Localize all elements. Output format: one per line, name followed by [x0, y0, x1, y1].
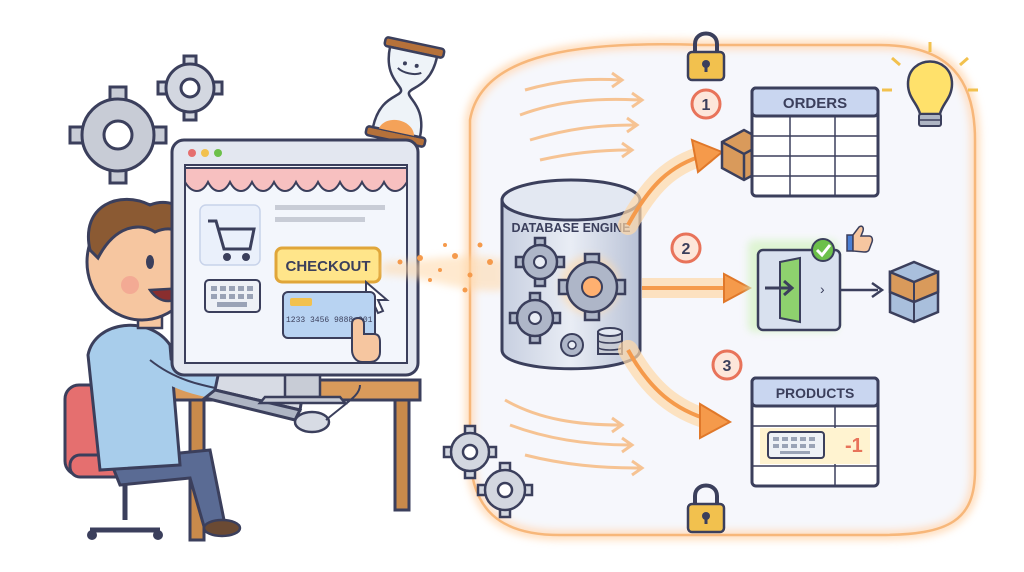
shopping-cart-icon	[199, 204, 261, 266]
engine-label: DATABASE ENGINE	[512, 221, 631, 235]
gear-icon	[68, 85, 168, 185]
gear-icon	[557, 252, 627, 322]
mouse	[293, 384, 361, 434]
incoming-requests	[504, 71, 645, 477]
lock-icon	[686, 483, 726, 534]
orders-table: ORDERS	[750, 86, 880, 198]
orders-title: ORDERS	[783, 95, 847, 112]
data-stream	[382, 242, 505, 293]
gear-icon	[560, 333, 584, 357]
gear-icon	[442, 424, 498, 480]
step-badge-3: 3	[711, 349, 743, 381]
svg-text:›: ›	[820, 281, 825, 297]
svg-text:3: 3	[723, 358, 732, 375]
keyboard-icon	[767, 431, 825, 459]
thumbs-up-icon	[846, 225, 874, 253]
lightbulb-icon	[882, 42, 978, 127]
keyboard-icon	[204, 279, 261, 313]
checkout-label: CHECKOUT	[286, 258, 371, 275]
products-title: PRODUCTS	[776, 385, 855, 401]
hand-pointer-icon	[351, 316, 381, 363]
gear-icon	[514, 236, 566, 288]
arrow-to-commit	[642, 272, 753, 304]
svg-text:1: 1	[702, 97, 711, 114]
arrow-to-orders	[618, 138, 724, 235]
gear-icon	[156, 54, 224, 122]
card-number: 1233 3456 9888 901	[286, 316, 373, 325]
checkout-button[interactable]: CHECKOUT	[274, 246, 382, 284]
stock-decrement: -1	[845, 435, 863, 457]
arrow-to-cube	[840, 281, 885, 299]
door-enter-icon: ›	[765, 256, 825, 324]
gear-icon	[476, 461, 534, 519]
arrow-to-products	[618, 340, 733, 440]
checkmark-icon	[811, 238, 835, 262]
gear-icon	[508, 291, 562, 345]
shop-awning	[184, 167, 408, 222]
svg-text:2: 2	[682, 241, 691, 258]
cube-icon	[888, 260, 940, 324]
step-badge-2: 2	[670, 232, 702, 264]
hourglass-icon	[364, 36, 446, 148]
step-badge-1: 1	[690, 88, 722, 120]
lock-icon	[686, 31, 726, 82]
